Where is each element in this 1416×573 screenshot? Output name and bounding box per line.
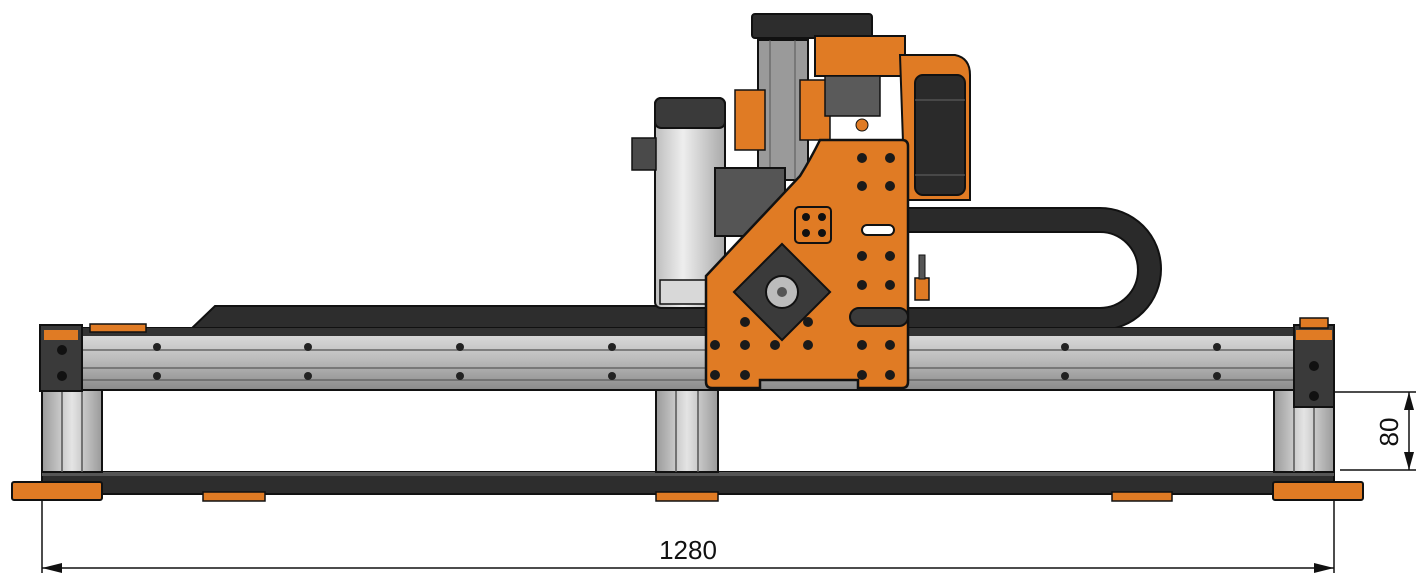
cover-plate [187,305,761,331]
height-dimension-label: 80 [1374,418,1404,447]
width-dimension-label: 1280 [659,535,717,565]
limit-switch [914,254,930,301]
legs [41,389,1335,473]
spindle-motor [631,97,726,309]
y-motor-housing [898,54,971,201]
z-axis-assembly [714,13,906,237]
cable-chain [904,207,1162,331]
stepper-motor-face [732,242,832,342]
gantry-side-plate [704,138,910,390]
right-end-bracket [1293,317,1335,408]
base-beam [41,471,1335,495]
main-rail [41,327,1335,391]
left-end-bracket [39,323,147,392]
feet [11,481,1364,502]
height-dimension [1334,391,1416,471]
width-dimension [41,500,1335,573]
